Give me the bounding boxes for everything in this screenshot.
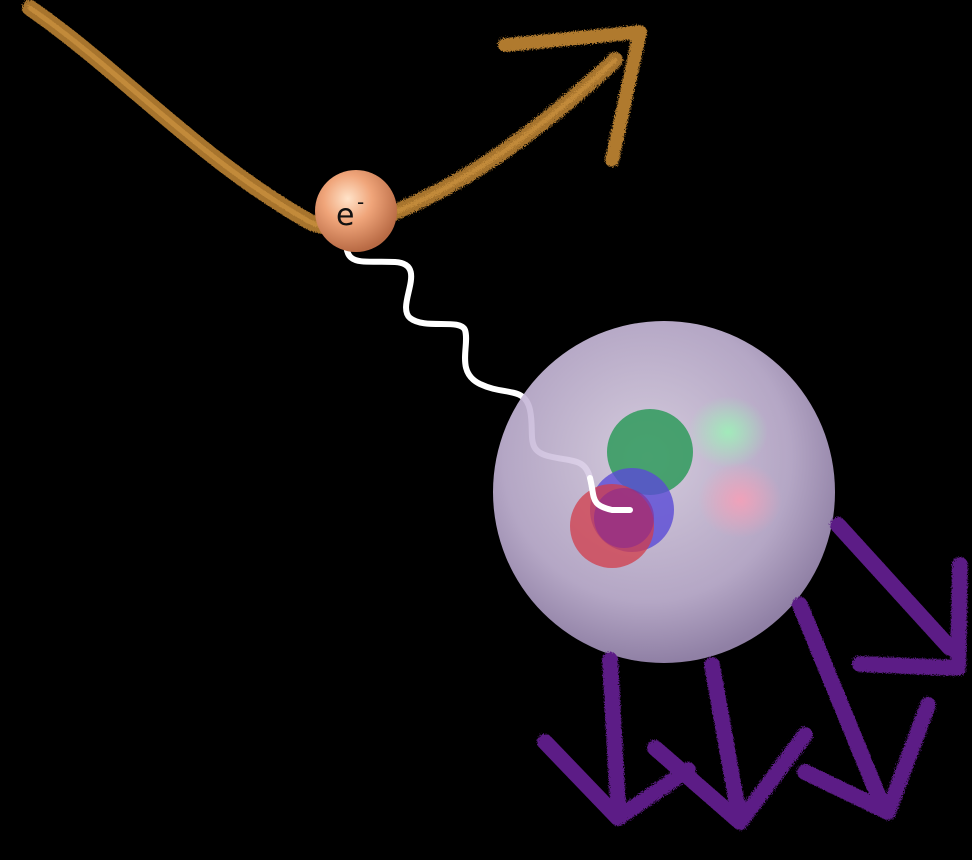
svg-text:-: -	[357, 190, 364, 214]
particle-label: e	[336, 198, 354, 233]
svg-text:e: e	[336, 198, 354, 233]
electron-ball: e -	[315, 170, 397, 252]
proton-sphere	[493, 321, 835, 663]
particle-charge: -	[357, 190, 364, 214]
